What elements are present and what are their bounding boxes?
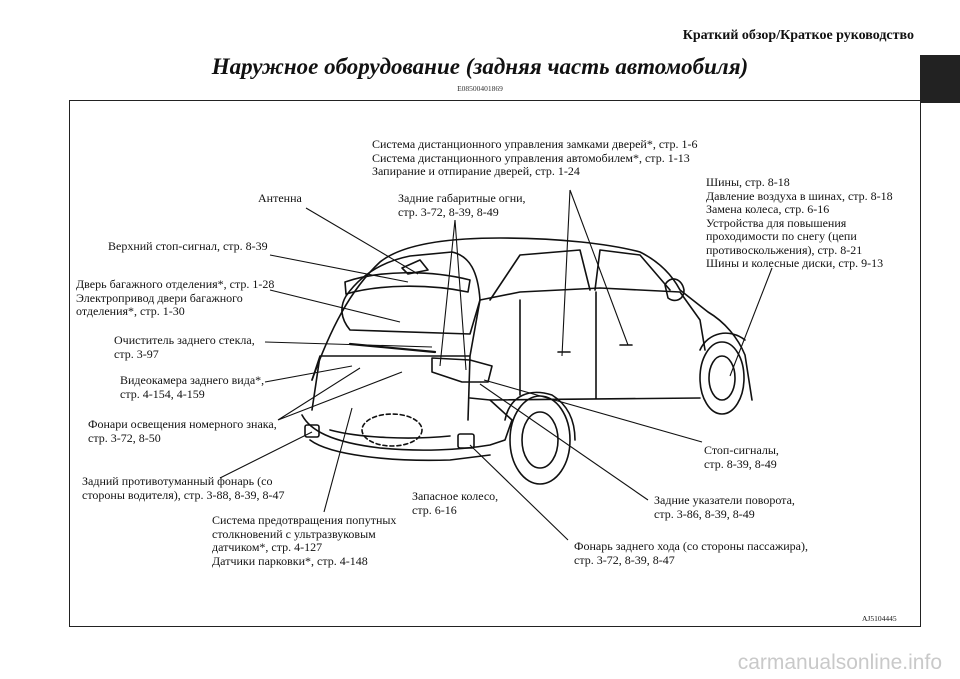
label-stop-lights: Стоп-сигналы, стр. 8-39, 8-49 <box>704 443 779 471</box>
watermark: carmanualsonline.info <box>737 651 942 674</box>
label-turn-signals: Задние указатели поворота, стр. 3-86, 8-… <box>654 493 795 521</box>
label-plate-lights: Фонари освещения номерного знака, стр. 3… <box>88 417 277 445</box>
label-rear-lights: Задние габаритные огни, стр. 3-72, 8-39,… <box>398 191 526 219</box>
label-tailgate: Дверь багажного отделения*, стр. 1-28 Эл… <box>76 277 275 318</box>
label-reverse-lamp: Фонарь заднего хода (со стороны пассажир… <box>574 539 808 567</box>
label-upper-stop: Верхний стоп-сигнал, стр. 8-39 <box>108 239 268 253</box>
chapter-tab <box>920 55 960 103</box>
label-remote-systems: Система дистанционного управления замкам… <box>372 137 698 178</box>
document-code: E08500401869 <box>457 84 503 93</box>
label-wiper: Очиститель заднего стекла, стр. 3-97 <box>114 333 255 361</box>
label-spare-wheel: Запасное колесо, стр. 6-16 <box>412 489 499 517</box>
label-camera: Видеокамера заднего вида*, стр. 4-154, 4… <box>120 373 265 401</box>
label-fog-lamp: Задний противотуманный фонарь (со сторон… <box>82 474 285 502</box>
page-title: Наружное оборудование (задняя часть авто… <box>211 54 749 79</box>
label-sonar: Система предотвращения попутных столкнов… <box>212 513 397 568</box>
section-header: Краткий обзор/Краткое руководство <box>682 28 914 43</box>
figure-id: AJ5104445 <box>862 614 897 623</box>
label-antenna: Антенна <box>258 191 302 205</box>
figure-frame <box>69 100 921 627</box>
label-tires: Шины, стр. 8-18 Давление воздуха в шинах… <box>706 175 893 270</box>
